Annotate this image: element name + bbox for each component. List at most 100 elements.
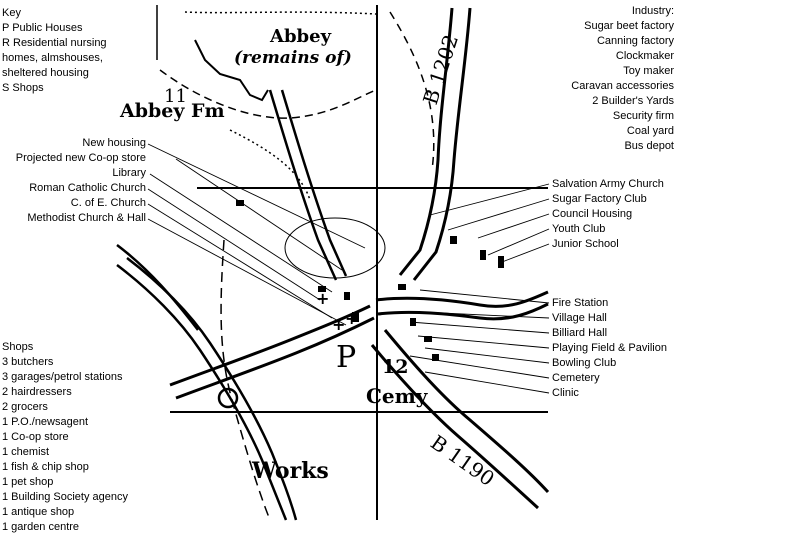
label-ce-church: C. of E. Church <box>70 197 146 209</box>
church-cross-symbol: + <box>332 315 345 334</box>
leader-ce-church <box>147 203 333 319</box>
label-village-hall: Village Hall <box>552 312 607 324</box>
map-label-p: P <box>336 340 357 375</box>
label-projected-coop: Projected new Co-op store <box>15 152 146 164</box>
leader-bowling-club <box>424 347 550 364</box>
building-block <box>344 292 350 300</box>
leader-library <box>149 173 333 293</box>
building-block <box>480 250 486 260</box>
label-clinic: Clinic <box>552 387 579 399</box>
lane-abbey-edge <box>280 89 348 277</box>
industry-item: Sugar beet factory <box>584 20 674 32</box>
shop-item: 1 Building Society agency <box>2 491 128 503</box>
road-b1190-north-edge <box>383 329 550 494</box>
leader-salvation-army <box>429 183 550 216</box>
building-block <box>352 312 359 322</box>
shop-item: 1 garden centre <box>2 521 80 533</box>
leader-junior-school <box>501 243 550 263</box>
label-fire-station: Fire Station <box>552 297 609 309</box>
label-methodist-church: Methodist Church & Hall <box>27 212 146 224</box>
key-line: homes, almshouses, <box>2 52 103 64</box>
road-b1202-east-edge <box>412 7 472 281</box>
key-line: P Public Houses <box>2 22 83 34</box>
shop-item: 1 Co-op store <box>2 431 69 443</box>
dashed-track-east <box>389 11 435 171</box>
map-label-works: Works <box>252 458 329 484</box>
building-block <box>432 354 439 361</box>
label-playing-field: Playing Field & Pavilion <box>552 342 667 354</box>
label-council-housing: Council Housing <box>552 208 633 220</box>
leader-projected-coop <box>175 158 343 271</box>
church-cross-symbol: + <box>316 289 329 308</box>
church-cross-symbol: + <box>345 309 358 328</box>
building-block <box>498 256 504 268</box>
shop-item: 1 fish & chip shop <box>2 461 89 473</box>
road-b1190-south-edge <box>370 344 540 510</box>
label-new-housing: New housing <box>82 137 146 149</box>
leader-youth-club <box>487 228 550 256</box>
map-label-cemy: Cemy <box>366 384 428 408</box>
dashed-track-west <box>220 239 271 521</box>
building-block <box>236 200 244 206</box>
label-cemetery: Cemetery <box>552 372 600 384</box>
leader-council-housing <box>477 213 550 239</box>
industry-item: Canning factory <box>596 35 674 47</box>
key-legend: Key P Public Houses R Residential nursin… <box>2 6 107 96</box>
railway-line <box>116 264 288 521</box>
railway-branch <box>116 244 199 331</box>
label-rc-church: Roman Catholic Church <box>29 182 146 194</box>
building-block <box>450 236 457 244</box>
dotted-boundary-abbey <box>229 129 311 201</box>
leader-methodist <box>147 218 347 326</box>
industry-item: Bus depot <box>624 140 674 152</box>
industry-item: Clockmaker <box>615 50 674 62</box>
road-west-south-edge <box>175 316 375 400</box>
map-label-abbey-fm: Abbey Fm <box>120 100 225 122</box>
building-block <box>410 318 416 326</box>
label-salvation-army: Salvation Army Church <box>552 178 664 190</box>
leader-clinic <box>424 371 550 394</box>
shop-item: 1 antique shop <box>2 506 75 518</box>
leader-fire-station <box>419 289 550 304</box>
label-bowling-club: Bowling Club <box>552 357 617 369</box>
dotted-boundary-north <box>184 11 377 15</box>
label-library: Library <box>112 167 146 179</box>
industry-item: 2 Builder's Yards <box>592 95 674 107</box>
key-line: sheltered housing <box>2 67 89 79</box>
industry-item: Caravan accessories <box>571 80 674 92</box>
industry-item: Toy maker <box>623 65 674 77</box>
industry-list: Industry: Sugar beet factory Canning fac… <box>571 4 674 154</box>
leader-village-hall <box>419 311 550 319</box>
abbey-remains-outline <box>194 39 269 102</box>
shop-item: 1 P.O./newsagent <box>2 416 89 428</box>
industry-title: Industry: <box>631 5 674 17</box>
map-label-grid-12: 12 <box>382 356 409 378</box>
key-line: S Shops <box>2 82 44 94</box>
label-junior-school: Junior School <box>552 238 619 250</box>
label-sugar-factory-club: Sugar Factory Club <box>552 193 647 205</box>
label-youth-club: Youth Club <box>552 223 606 235</box>
shop-item: 3 garages/petrol stations <box>2 371 123 383</box>
shop-item: 2 grocers <box>2 401 48 413</box>
building-block <box>424 336 432 342</box>
lane-abbey <box>268 89 338 281</box>
building-block <box>398 284 406 290</box>
shops-title: Shops <box>2 341 34 353</box>
leader-sugar-club <box>447 198 550 231</box>
road-west-north-edge <box>169 304 371 387</box>
shop-item: 2 hairdressers <box>2 386 72 398</box>
leader-new-housing <box>147 143 366 249</box>
shop-item: 3 butchers <box>2 356 54 368</box>
leader-billiard-hall <box>409 321 550 334</box>
key-line: R Residential nursing <box>2 37 107 49</box>
label-billiard-hall: Billiard Hall <box>552 327 608 339</box>
map-label-grid-11: 11 <box>164 86 187 107</box>
leader-cemetery <box>409 355 550 379</box>
dashed-track-north <box>159 69 377 119</box>
road-b1202-west-edge <box>398 7 454 276</box>
leader-rc-church <box>147 188 321 301</box>
industry-item: Security firm <box>612 110 674 122</box>
map-label-abbey: Abbey <box>270 26 332 47</box>
shop-item: 1 chemist <box>2 446 50 458</box>
